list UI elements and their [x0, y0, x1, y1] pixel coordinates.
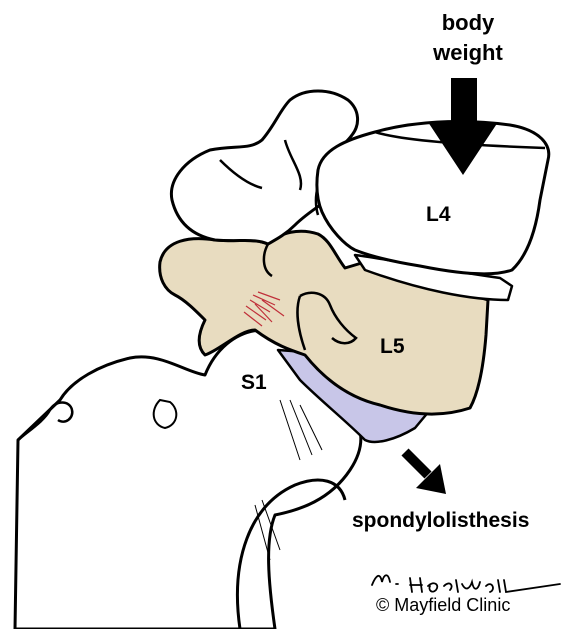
body-weight-line: body weight: [433, 10, 503, 65]
l4-label: L4: [426, 203, 451, 227]
spondylolisthesis-label: spondylolisthesis: [352, 509, 529, 533]
slip-direction-arrow: [405, 452, 446, 494]
copyright-credit: © Mayfield Clinic: [376, 595, 510, 616]
copyright-symbol: ©: [376, 595, 389, 615]
l5-label: L5: [380, 335, 405, 359]
credit-organization: Mayfield Clinic: [394, 595, 510, 615]
artist-signature: [372, 575, 560, 592]
body-weight-label: body weight: [418, 8, 518, 68]
s1-label: S1: [241, 371, 267, 395]
l4-vertebral-body: [317, 121, 549, 273]
sacrum-foramen: [154, 400, 177, 428]
